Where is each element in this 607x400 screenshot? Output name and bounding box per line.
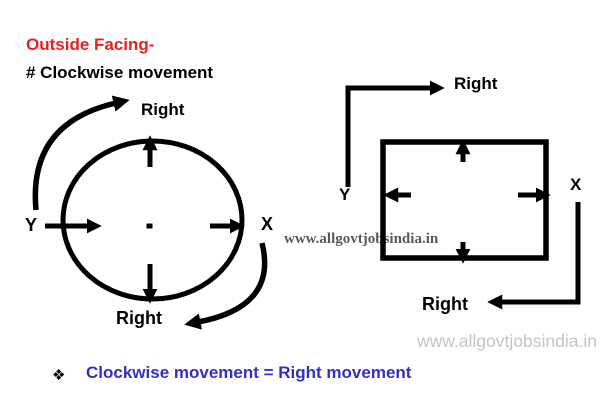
clockwise-arc-top-left-icon xyxy=(32,95,130,211)
circle-center-dot xyxy=(146,223,153,229)
circle-label-y: Y xyxy=(25,215,38,235)
square-label-x: X xyxy=(570,175,582,194)
watermark-bottom-right: www.allgovtjobsindia.in xyxy=(417,331,597,351)
square-label-y: Y xyxy=(339,185,351,204)
square-label-right-top: Right xyxy=(454,74,498,93)
square-label-right-bottom: Right xyxy=(422,294,468,314)
diamond-bullet-icon: ❖ xyxy=(52,367,66,384)
circle-label-right-bottom: Right xyxy=(116,308,162,328)
square-diagram xyxy=(345,80,581,310)
circle-label-x: X xyxy=(261,214,274,234)
x-elbow-arrow-icon xyxy=(487,202,581,310)
page-title: Outside Facing- xyxy=(26,35,155,54)
page-subtitle: # Clockwise movement xyxy=(26,63,214,82)
watermark-center: www.allgovtjobsindia.in xyxy=(284,231,439,247)
y-elbow-arrow-icon xyxy=(345,80,445,187)
conclusion-text: Clockwise movement = Right movement xyxy=(86,363,412,382)
circle-diagram xyxy=(32,95,268,330)
clockwise-arc-bottom-right-icon xyxy=(184,242,268,330)
circle-label-right-top: Right xyxy=(141,100,185,119)
